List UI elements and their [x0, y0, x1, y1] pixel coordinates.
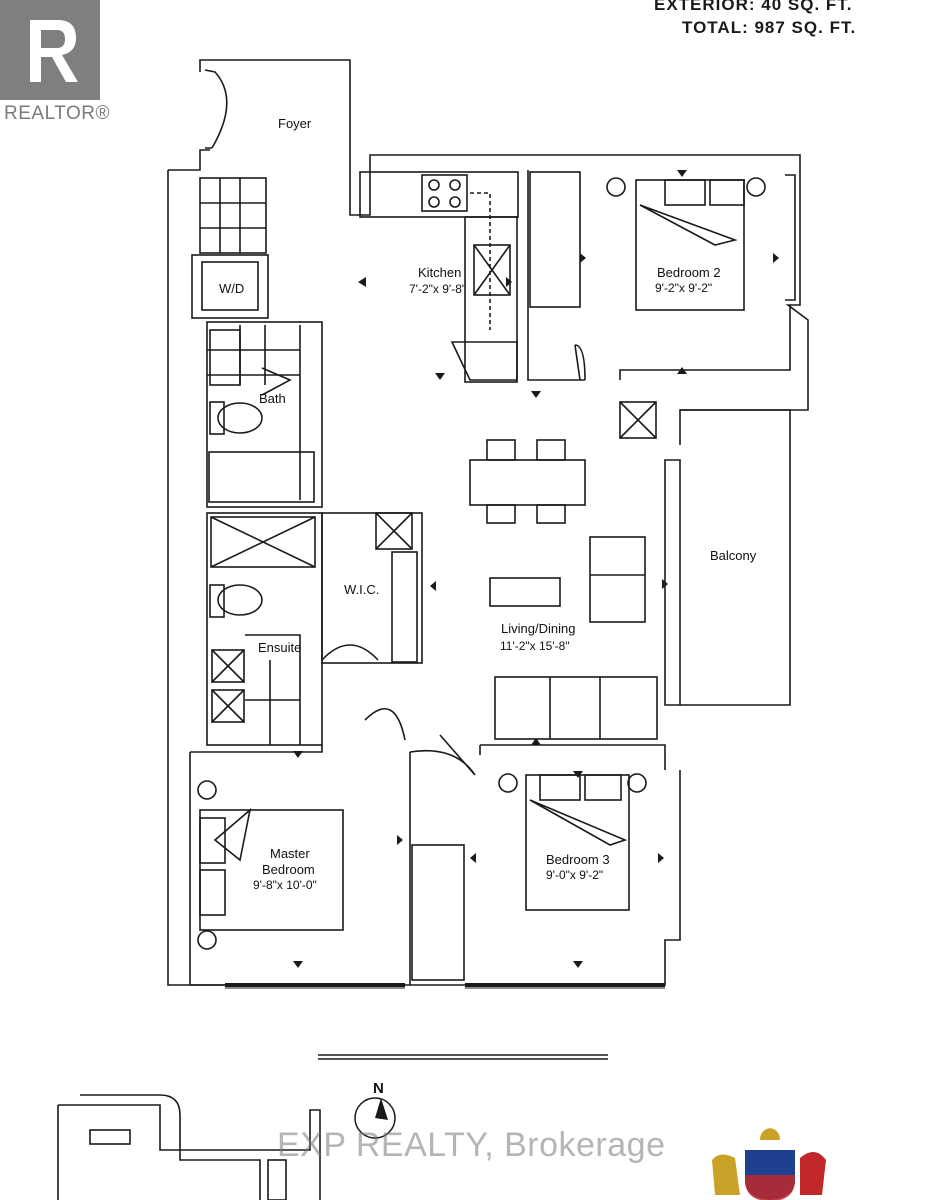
brokerage-watermark: EXP REALTY, Brokerage [277, 1126, 666, 1164]
washer-dryer [191, 254, 269, 319]
bathtub [208, 451, 315, 503]
kitchen-counter-top [359, 171, 519, 218]
bedroom3-label: Bedroom 3 [546, 852, 610, 867]
bedroom3-walls [409, 744, 666, 985]
coffee-table [489, 577, 561, 607]
window-markers [293, 170, 779, 968]
bath-room [206, 321, 323, 508]
balcony-label: Balcony [710, 548, 757, 563]
foyer-closet [199, 177, 267, 254]
bedroom2-dims: 9'-2"x 9'-2" [655, 281, 712, 295]
compass-label: N [373, 1080, 384, 1097]
total-area-label: TOTAL: 987 SQ. FT. [682, 18, 857, 37]
realtor-label: REALTOR® [4, 103, 110, 124]
realtor-r-icon [0, 0, 100, 100]
kitchen-sink [473, 244, 511, 296]
wic-label: W.I.C. [344, 582, 379, 597]
living-dims: 11'-2"x 15'-8" [500, 639, 570, 653]
bedroom2-label: Bedroom 2 [657, 265, 721, 280]
bedroom2-walls [527, 170, 791, 381]
wic-room [321, 512, 423, 664]
foyer-door [204, 69, 228, 149]
balcony-outline [680, 409, 791, 706]
crest-icon [712, 1128, 826, 1200]
master-walls [189, 745, 323, 985]
compass-icon: N [354, 1080, 396, 1139]
sofa [494, 676, 658, 740]
key-plan [57, 1094, 321, 1200]
bath-vanity [209, 329, 241, 386]
wd-label: W/D [219, 281, 244, 296]
master-label-2: Bedroom [262, 862, 315, 877]
ensuite-shower [210, 516, 316, 568]
foyer-label: Foyer [278, 116, 312, 131]
armchair [589, 536, 646, 623]
master-label-1: Master [270, 846, 310, 861]
bed-bedroom3 [525, 774, 630, 911]
cooktop [421, 174, 468, 212]
master-dims: 9'-8"x 10'-0" [253, 878, 317, 892]
kitchen-label: Kitchen [418, 265, 461, 280]
bedroom3-dims: 9'-0"x 9'-2" [546, 868, 603, 882]
realtor-logo [0, 0, 110, 130]
dining-table [469, 459, 586, 506]
kitchen-counter-side [464, 216, 518, 383]
kitchen-dims: 7'-2"x 9'-8" [409, 282, 466, 296]
ensuite-label: Ensuite [258, 640, 301, 655]
living-label: Living/Dining [501, 621, 575, 636]
exterior-area-label: EXTERIOR: 40 SQ. FT. [654, 0, 853, 14]
bath-label: Bath [259, 391, 286, 406]
